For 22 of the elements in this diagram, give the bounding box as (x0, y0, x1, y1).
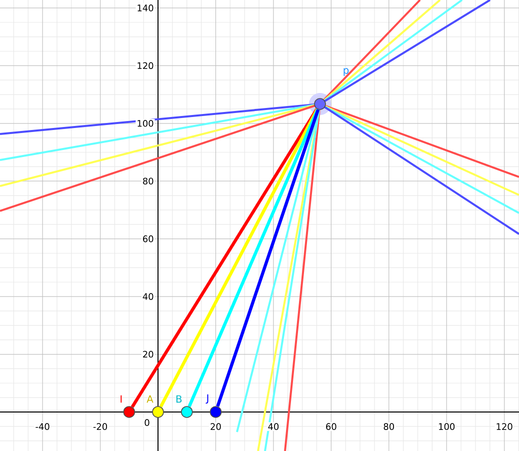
point-label: p (344, 68, 349, 76)
tick-label: 100 (136, 119, 155, 128)
tick-label: 80 (382, 422, 396, 431)
tick-label: 80 (141, 176, 155, 186)
tick-label: -20 (92, 422, 109, 431)
tick-label: 120 (494, 422, 514, 431)
tick-label: 20 (209, 422, 222, 431)
tick-label: 40 (141, 292, 155, 301)
ray-segment (130, 108, 318, 408)
tick-label: 60 (324, 422, 338, 431)
point-label: J (206, 394, 208, 404)
tick-label: 0 (143, 418, 151, 427)
tick-label: 40 (266, 422, 280, 431)
tick-label: 140 (136, 4, 155, 12)
ray-segment (216, 109, 320, 407)
tick-label: -40 (34, 422, 51, 431)
point-label: A (146, 395, 154, 403)
ray-segment (159, 108, 319, 408)
tick-label: 100 (437, 422, 456, 431)
ray-segment (188, 108, 320, 408)
point-label: I (120, 395, 122, 403)
point-label: B (176, 395, 182, 403)
